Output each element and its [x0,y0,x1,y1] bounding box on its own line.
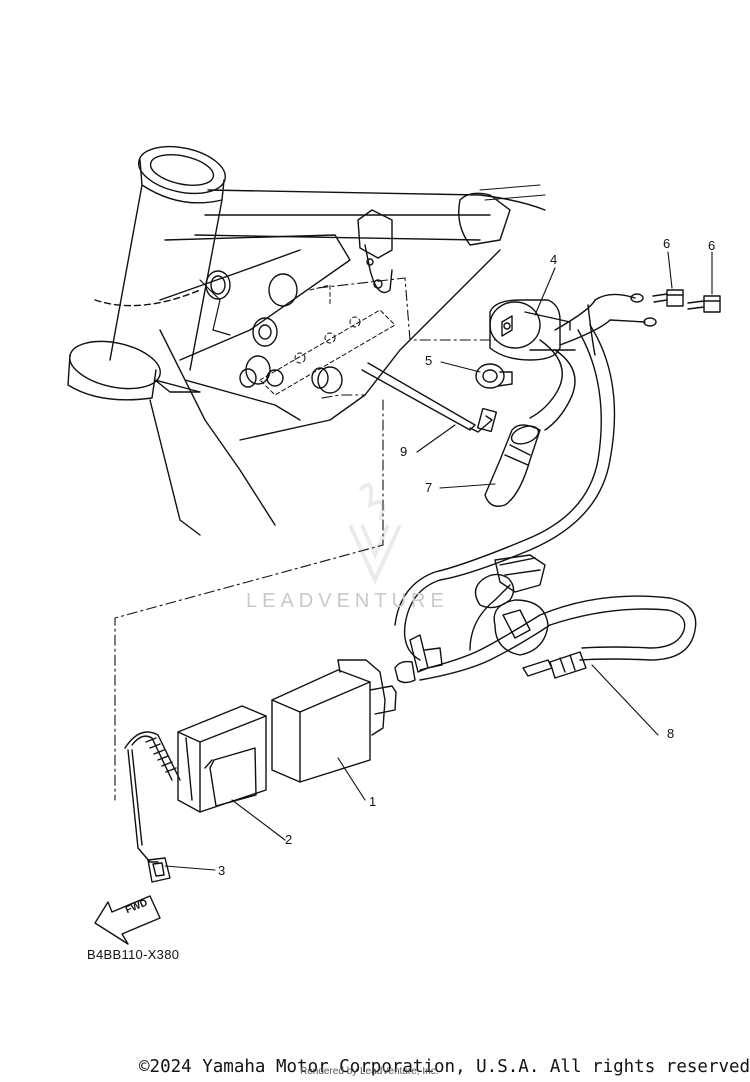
part-code: B4BB110-X380 [87,947,180,962]
bolt-6b [687,295,721,313]
plug-cap-grommet [475,363,513,389]
callout-2: 2 [285,832,293,847]
main-wire-loop [394,324,616,661]
frame-holes [205,270,298,388]
wire-stay [361,362,498,433]
cdi-rubber-cover [177,705,267,813]
callout-7: 7 [425,480,433,495]
leadventure-logo-icon [348,483,402,585]
callout-6a: 6 [663,236,671,251]
cdi-unit [271,659,397,783]
upper-mount-tab [357,209,393,294]
cable-band [124,731,181,883]
callout-8: 8 [667,726,675,741]
callout-4: 4 [550,252,558,267]
assembly-guide-lines [114,277,501,801]
ignition-lead [484,339,576,507]
callout-1: 1 [369,794,377,809]
frame-grommet [311,366,343,394]
ignition-coil [489,299,576,361]
callout-5: 5 [425,353,433,368]
coil-leads [554,293,657,356]
callout-6b: 6 [708,238,716,253]
bolt-6a [652,289,684,307]
mounting-bracket [259,284,396,396]
watermark-text: LEADVENTURE [246,590,449,612]
copyright-notice: ©2024 Yamaha Motor Corporation, U.S.A. A… [139,1057,750,1077]
frame-main-rail [149,184,546,536]
callout-3: 3 [218,863,226,878]
wire-harness [394,554,697,684]
rendered-by-note: Rendered by LeadVenture, Inc. [300,1066,439,1077]
fwd-arrow-icon [94,895,161,945]
callout-9: 9 [400,444,408,459]
frame-head-tube [67,145,226,401]
leader-lines [164,251,713,871]
